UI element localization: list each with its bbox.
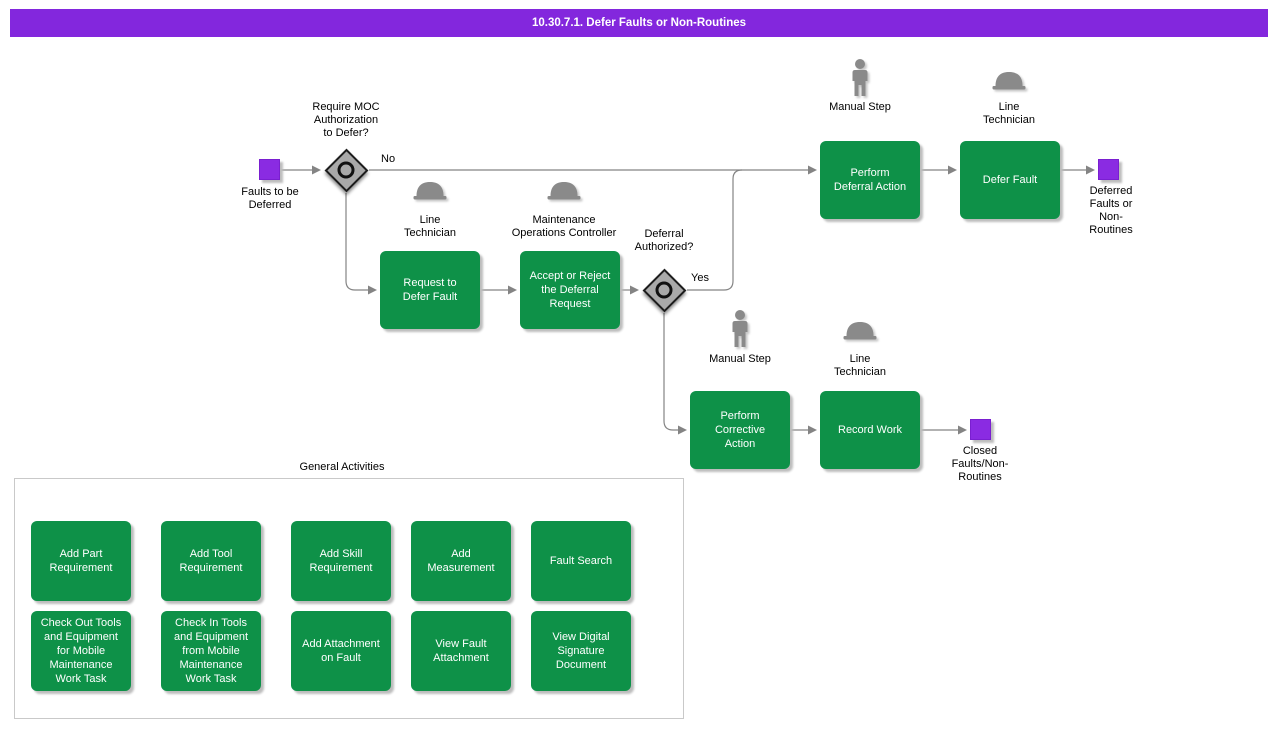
connector-gateway2-down: [663, 313, 678, 431]
role-label-manual-step: Manual Step: [709, 353, 771, 365]
activity-view-digital-signature[interactable]: View Digital Signature Document: [531, 611, 631, 691]
arrowhead: [808, 165, 817, 175]
task-record-work[interactable]: Record Work: [820, 391, 920, 469]
role-label-line-technician: Line Technician: [983, 101, 1035, 126]
end-event-deferred-faults[interactable]: [1098, 159, 1119, 180]
activity-view-fault-attachment[interactable]: View Fault Attachment: [411, 611, 511, 691]
activity-add-attachment-on-fault[interactable]: Add Attachment on Fault: [291, 611, 391, 691]
end-event-deferred-label: Deferred Faults or Non- Routines: [1089, 185, 1133, 236]
arrowhead: [368, 285, 377, 295]
start-event-label: Faults to be Deferred: [241, 186, 299, 211]
gateway-deferral-authorized-question: Deferral Authorized?: [634, 228, 694, 253]
gateway-require-moc-question: Require MOC Authorization to Defer?: [312, 101, 380, 139]
activity-check-in-tools[interactable]: Check In Tools and Equipment from Mobile…: [161, 611, 261, 691]
task-perform-deferral-action[interactable]: Perform Deferral Action: [820, 141, 920, 219]
role-label-line-technician: Line Technician: [834, 353, 886, 378]
general-activities-title: General Activities: [299, 461, 385, 473]
activity-check-out-tools[interactable]: Check Out Tools and Equipment for Mobile…: [31, 611, 131, 691]
arrowhead: [808, 425, 817, 435]
activity-add-measurement[interactable]: Add Measurement: [411, 521, 511, 601]
task-perform-corrective-action[interactable]: Perform Corrective Action: [690, 391, 790, 469]
task-defer-fault[interactable]: Defer Fault: [960, 141, 1060, 219]
gateway-ring-icon: [655, 281, 673, 299]
gateway-deferral-authorized: [642, 268, 686, 312]
arrowhead: [630, 285, 639, 295]
hat-icon: [842, 318, 878, 344]
role-label-line-technician: Line Technician: [404, 214, 456, 239]
connector-gateway1-down: [345, 193, 368, 291]
hat-icon: [546, 178, 582, 204]
arrowhead: [958, 425, 967, 435]
branch-no-label: No: [381, 153, 396, 165]
arrowhead: [508, 285, 517, 295]
activity-fault-search[interactable]: Fault Search: [531, 521, 631, 601]
end-event-closed-label: Closed Faults/Non- Routines: [951, 445, 1009, 483]
general-activities-panel: Add Part Requirement Add Tool Requiremen…: [14, 478, 684, 719]
arrowhead: [678, 425, 687, 435]
task-request-to-defer-fault[interactable]: Request to Defer Fault: [380, 251, 480, 329]
arrowhead: [948, 165, 957, 175]
branch-yes-label: Yes: [691, 272, 709, 284]
arrowhead: [312, 165, 321, 175]
person-icon: [848, 59, 872, 97]
activity-add-skill-requirement[interactable]: Add Skill Requirement: [291, 521, 391, 601]
end-event-closed-faults[interactable]: [970, 419, 991, 440]
gateway-ring-icon: [337, 161, 355, 179]
activity-add-part-requirement[interactable]: Add Part Requirement: [31, 521, 131, 601]
role-label-maintenance-operations-controller: Maintenance Operations Controller: [511, 214, 617, 239]
hat-icon: [991, 68, 1027, 94]
activity-add-tool-requirement[interactable]: Add Tool Requirement: [161, 521, 261, 601]
gateway-require-moc: [324, 148, 368, 192]
role-label-manual-step: Manual Step: [829, 101, 891, 113]
person-icon: [728, 310, 752, 348]
arrowhead: [1086, 165, 1095, 175]
hat-icon: [412, 178, 448, 204]
task-accept-or-reject-deferral[interactable]: Accept or Reject the Deferral Request: [520, 251, 620, 329]
title-bar: 10.30.7.1. Defer Faults or Non-Routines: [10, 9, 1268, 37]
start-event-faults-to-be-deferred[interactable]: [259, 159, 280, 180]
